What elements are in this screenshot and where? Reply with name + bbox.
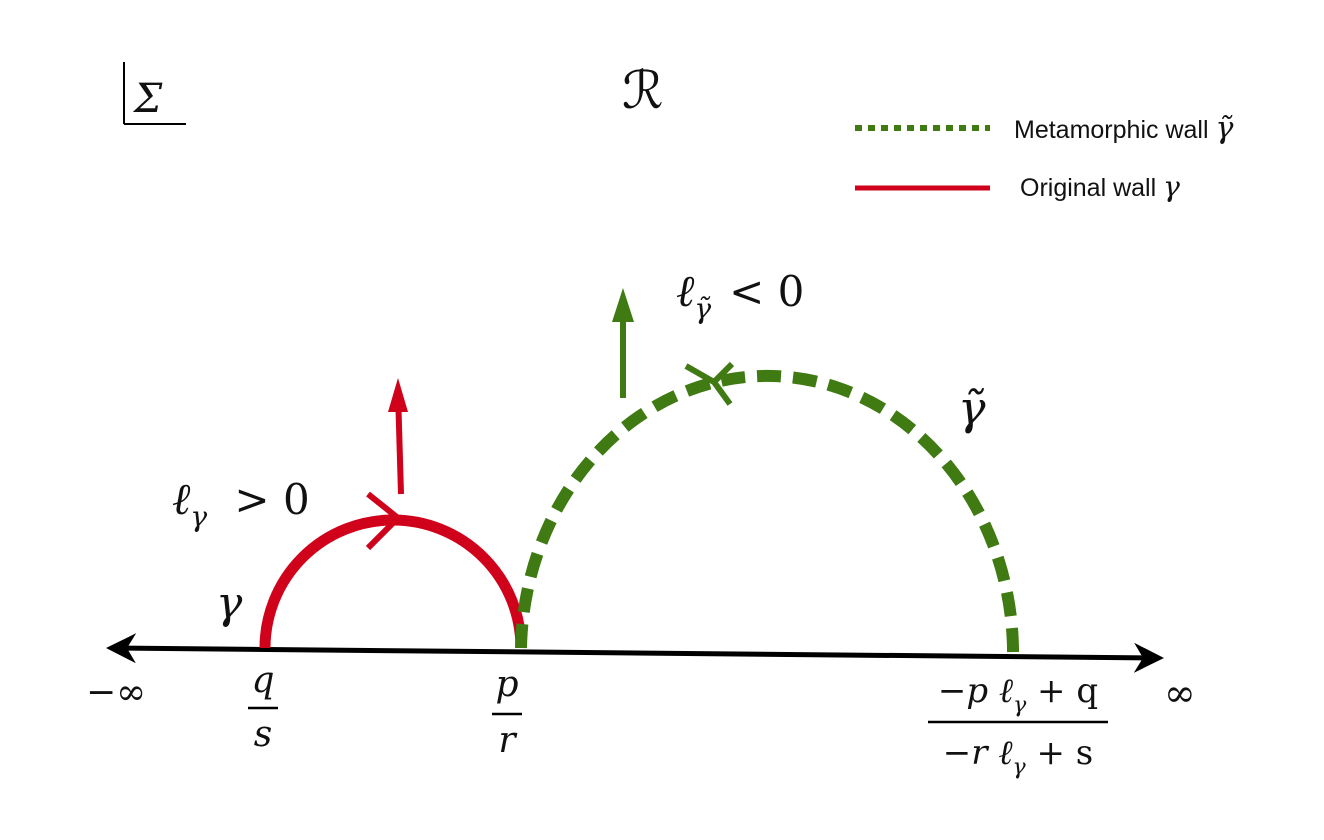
q-numerator: q	[251, 660, 274, 701]
gamma-tilde-label: γ̃	[958, 381, 986, 435]
ell-gamma-positive-label: ℓγ > 0	[172, 474, 310, 533]
neg-infinity-label: −∞	[86, 672, 146, 713]
original-wall-normal-arrowhead	[388, 378, 408, 412]
transform-denominator: −r ℓγ + s	[943, 733, 1093, 780]
q-over-s-fraction: q s	[248, 660, 278, 755]
metamorphic-wall-direction-chevron	[684, 361, 735, 406]
legend: Metamorphic wall γ̃ Original wall γ	[855, 111, 1233, 203]
ell-gamma-tilde-negative-label: ℓγ̃< 0	[676, 266, 804, 325]
legend-metamorphic-label: Metamorphic wall γ̃	[1014, 111, 1233, 146]
pos-infinity-label: ∞	[1164, 671, 1196, 715]
original-wall-arc	[259, 514, 527, 649]
p-over-r-fraction: p r	[492, 664, 522, 761]
real-axis	[106, 633, 1164, 673]
sigma-corner: Σ	[123, 62, 186, 125]
r-denominator: r	[498, 720, 517, 761]
p-numerator: p	[495, 664, 518, 705]
transform-fraction: −p ℓγ + q −r ℓγ + s	[928, 671, 1108, 780]
s-denominator: s	[254, 714, 272, 755]
metamorphic-wall-normal-arrowhead	[612, 288, 634, 322]
metamorphic-wall-arc	[515, 369, 1020, 661]
original-wall-direction-chevron	[365, 491, 403, 551]
sigma-label: Σ	[132, 76, 163, 122]
gamma-label: γ	[216, 578, 243, 629]
region-label: ℛ	[622, 61, 664, 121]
legend-original-label: Original wall γ	[1020, 170, 1180, 203]
transform-numerator: −p ℓγ + q	[938, 671, 1098, 718]
